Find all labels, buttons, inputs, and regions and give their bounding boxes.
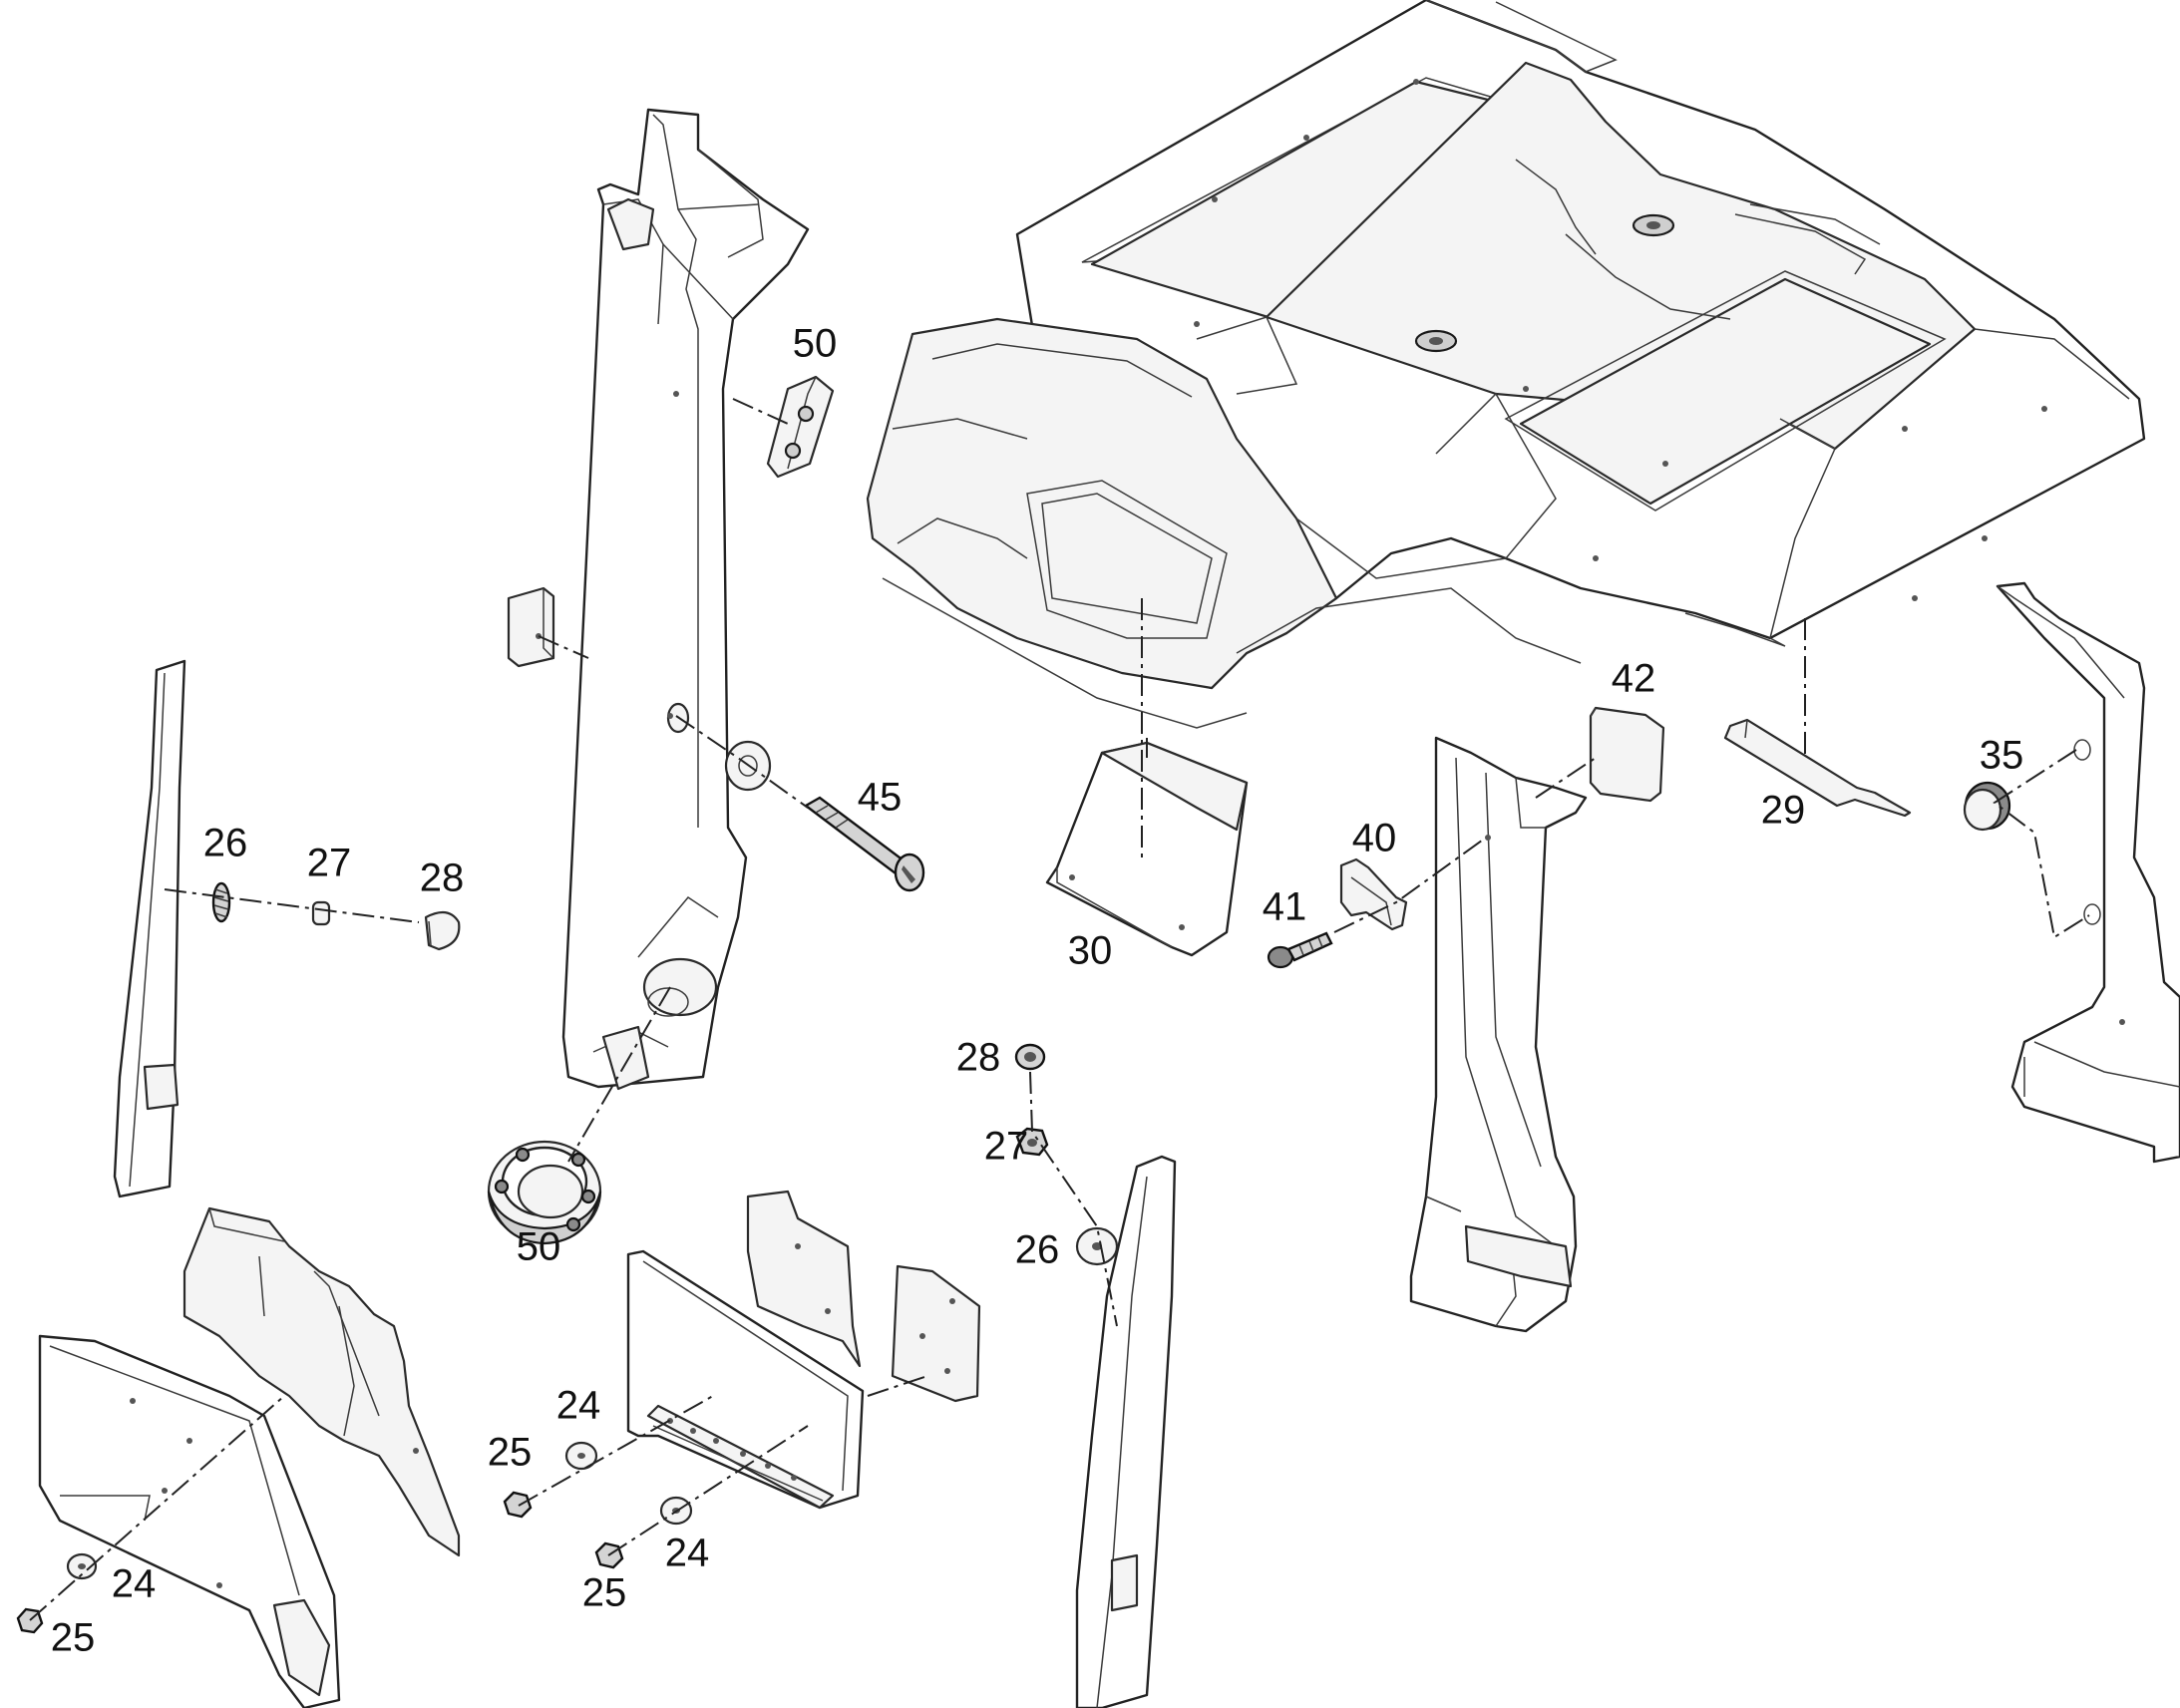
callout-27-center: 27	[984, 1125, 1029, 1169]
callout-25-left: 25	[51, 1616, 96, 1660]
right-side-panel	[1996, 581, 2180, 1164]
screw-41	[1267, 931, 1333, 969]
bracket-40	[1339, 857, 1408, 931]
left-door-seal-strip	[113, 659, 186, 1198]
lower-middle-side-panel	[891, 1264, 981, 1403]
callout-26-center: 26	[1015, 1228, 1060, 1272]
callout-26-left: 26	[203, 822, 248, 865]
callout-27-left: 27	[307, 842, 352, 885]
lower-middle-box	[626, 1249, 865, 1510]
washer-26b	[1075, 1226, 1119, 1266]
callout-35: 35	[1980, 734, 2024, 778]
nut-27b	[1015, 1127, 1049, 1157]
cap-28a	[424, 910, 461, 951]
left-pillar	[561, 108, 810, 1091]
callout-50-upper: 50	[793, 322, 838, 366]
right-pillar	[1409, 736, 1588, 1333]
callout-30: 30	[1068, 929, 1113, 973]
callout-42: 42	[1612, 657, 1656, 701]
callout-28-center: 28	[956, 1036, 1001, 1080]
callout-29: 29	[1761, 789, 1806, 833]
callout-25-middle-upper: 25	[488, 1431, 533, 1475]
nut-28b	[1014, 1043, 1046, 1071]
pad-42	[1589, 706, 1665, 803]
lower-left-panel	[38, 1334, 341, 1708]
washer-24b	[564, 1441, 598, 1471]
callout-25-middle-lower: 25	[582, 1571, 627, 1615]
callout-24-middle-upper: 24	[556, 1384, 601, 1428]
center-door-seal-strip	[1075, 1155, 1177, 1708]
callout-40: 40	[1352, 817, 1397, 860]
callout-28-left: 28	[420, 856, 465, 900]
plug-35	[1963, 781, 2011, 832]
callout-45: 45	[858, 776, 903, 820]
sunvisor-30	[1045, 741, 1249, 957]
bolt-45	[803, 796, 925, 892]
roof-panel	[866, 0, 2146, 729]
callout-50-lower: 50	[517, 1225, 561, 1269]
cab-mount-bushing-50	[487, 1140, 602, 1245]
spring-26a	[211, 881, 231, 923]
callout-24-left: 24	[112, 1562, 157, 1606]
leader-lines	[29, 398, 2090, 1621]
callout-24-middle-lower: 24	[665, 1532, 710, 1575]
strap-29	[1723, 718, 1912, 818]
pin-27a	[311, 900, 331, 926]
trim-clip-50-upper	[766, 375, 835, 479]
rubber-block-left	[507, 586, 555, 668]
lower-middle-back-panel	[746, 1190, 862, 1368]
nut-25b	[503, 1491, 533, 1519]
callout-labels: 50 45 26 27 28 50 30 42 40 41 29 35 28 2…	[51, 322, 2024, 1660]
callout-41: 41	[1263, 885, 1307, 929]
lower-left-back-panel	[182, 1206, 461, 1557]
washer-24a	[66, 1552, 98, 1580]
